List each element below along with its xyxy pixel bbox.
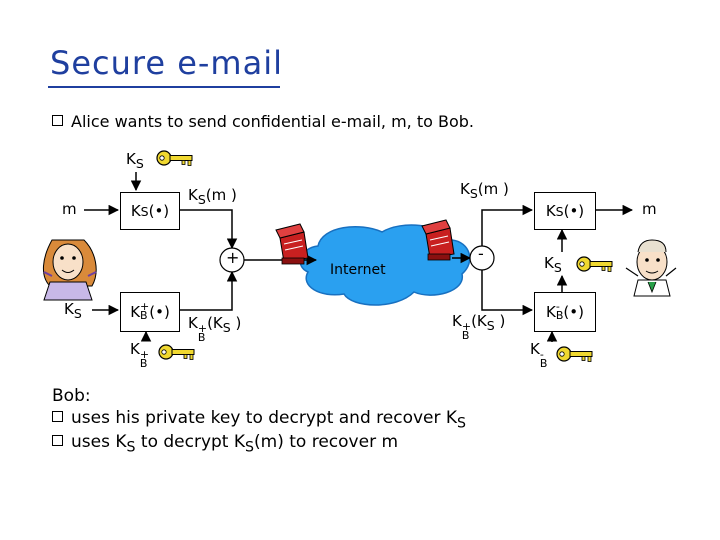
title-underline — [48, 86, 280, 88]
page-title: Secure e-mail — [50, 44, 283, 82]
kb-private-key-label: K-B — [530, 340, 548, 370]
kb-private-decrypt-box: K-B(•) — [534, 292, 596, 332]
kb-public-key-label: K+B — [130, 340, 150, 370]
bob-heading: Bob: — [52, 386, 91, 406]
key-icon-ks-right — [576, 256, 613, 273]
internet-label: Internet — [330, 262, 386, 278]
kb-ks-right-label: K+B(KS ) — [452, 312, 506, 342]
kb-ks-left-label: K+B(KS ) — [188, 314, 242, 344]
bullet-box-icon — [52, 435, 63, 446]
ks-top-label: KS — [126, 150, 144, 171]
bob-figure-icon — [625, 239, 677, 297]
bullet-box-icon — [52, 115, 63, 126]
alice-figure-icon — [43, 239, 97, 301]
minus-sign: - — [478, 244, 484, 263]
plus-sign: + — [226, 248, 240, 267]
message-right-label: m — [642, 200, 657, 218]
intro-bullet: Alice wants to send confidential e-mail,… — [52, 112, 474, 131]
ks-right-label: KS — [544, 254, 562, 275]
ks-m-right-label: KS(m ) — [460, 180, 509, 201]
bob-note-2: uses KS to decrypt KS(m) to recover m — [52, 432, 398, 455]
key-icon-kb-private — [556, 346, 593, 363]
bullet-box-icon — [52, 411, 63, 422]
ks-m-left-label: KS(m ) — [188, 186, 237, 207]
ks-left-label: KS — [64, 300, 82, 321]
bob-note-1: uses his private key to decrypt and reco… — [52, 408, 466, 431]
kb-public-encrypt-box: K+B(•) — [120, 292, 180, 332]
router-icon-left — [275, 223, 309, 265]
key-icon-ks-top — [156, 150, 193, 167]
intro-text: Alice wants to send confidential e-mail,… — [71, 112, 474, 131]
key-icon-kb-public — [158, 344, 195, 361]
message-left-label: m — [62, 200, 77, 218]
